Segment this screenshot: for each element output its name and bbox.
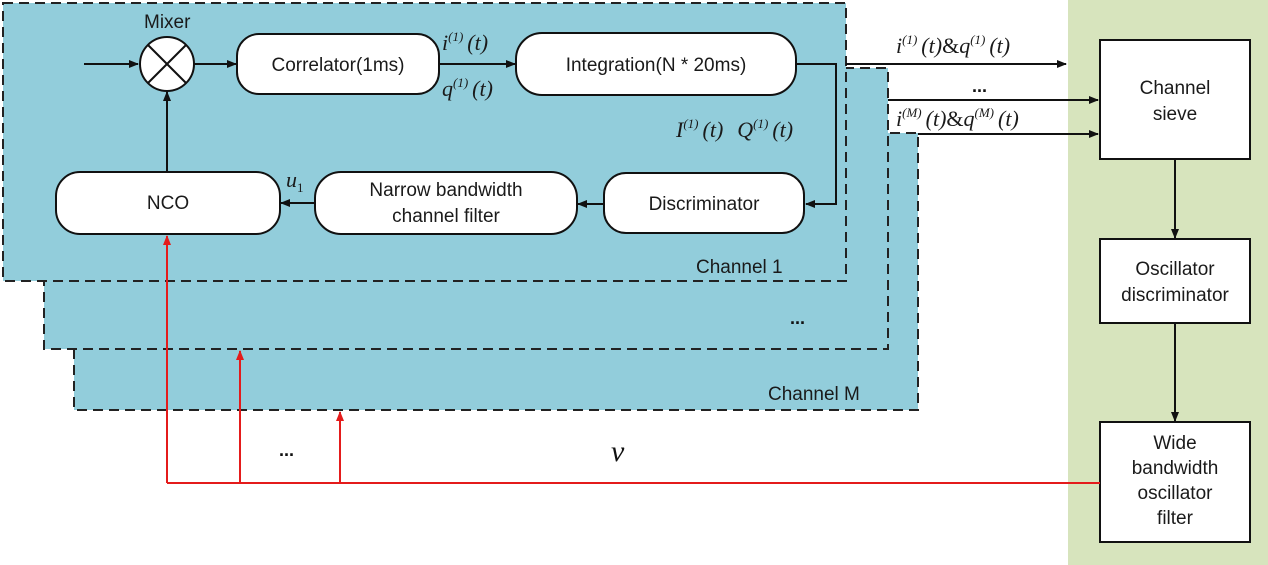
channel-middle-ellipsis: ... <box>790 308 805 328</box>
I1Q1-signal-label: I(1)(t)Q(1)(t) <box>675 116 793 142</box>
discriminator-label: Discriminator <box>649 194 761 215</box>
channel-1-label: Channel 1 <box>696 257 783 278</box>
q1-signal-label: q(1)(t) <box>442 75 493 101</box>
channel-sieve-block <box>1099 39 1251 160</box>
channel-sieve-label-line1: Channel <box>1140 78 1211 99</box>
nco-label: NCO <box>147 193 189 214</box>
channel-sieve-label-line2: sieve <box>1153 104 1197 125</box>
oscillator-discriminator-block <box>1099 238 1251 324</box>
integration-label: Integration(N * 20ms) <box>566 55 747 76</box>
wide-filter-label-line1: Wide <box>1153 433 1196 454</box>
wide-filter-label-line3: oscillator <box>1138 483 1214 504</box>
i1-signal-label: i(1)(t) <box>442 29 488 55</box>
u1-signal-label: u1 <box>286 167 304 195</box>
osc-disc-label-line1: Oscillator <box>1135 259 1215 280</box>
narrow-filter-label-line2: channel filter <box>392 206 500 227</box>
osc-disc-label-line2: discriminator <box>1121 285 1229 306</box>
mixer-label: Mixer <box>144 12 191 33</box>
wide-filter-label-line2: bandwidth <box>1132 458 1219 479</box>
wide-bandwidth-filter-block <box>1099 421 1251 543</box>
i1q1-output-label: i(1)(t)&q(1)(t) <box>896 32 1010 58</box>
mixer-icon <box>139 36 195 92</box>
iMqM-output-label: i(M)(t)&q(M)(t) <box>896 105 1019 131</box>
feedback-path <box>163 235 1100 484</box>
v-signal-label: v <box>611 435 625 468</box>
correlator-label: Correlator(1ms) <box>271 55 404 76</box>
narrow-filter-label-line1: Narrow bandwidth <box>369 180 522 201</box>
integration-to-discriminator-arrow <box>796 63 837 208</box>
channel-m-label: Channel M <box>768 384 860 405</box>
feedback-ellipsis: ... <box>279 440 294 460</box>
wide-filter-label-line4: filter <box>1157 508 1194 529</box>
output-ellipsis: ... <box>972 76 987 96</box>
correlator-block <box>236 33 440 95</box>
